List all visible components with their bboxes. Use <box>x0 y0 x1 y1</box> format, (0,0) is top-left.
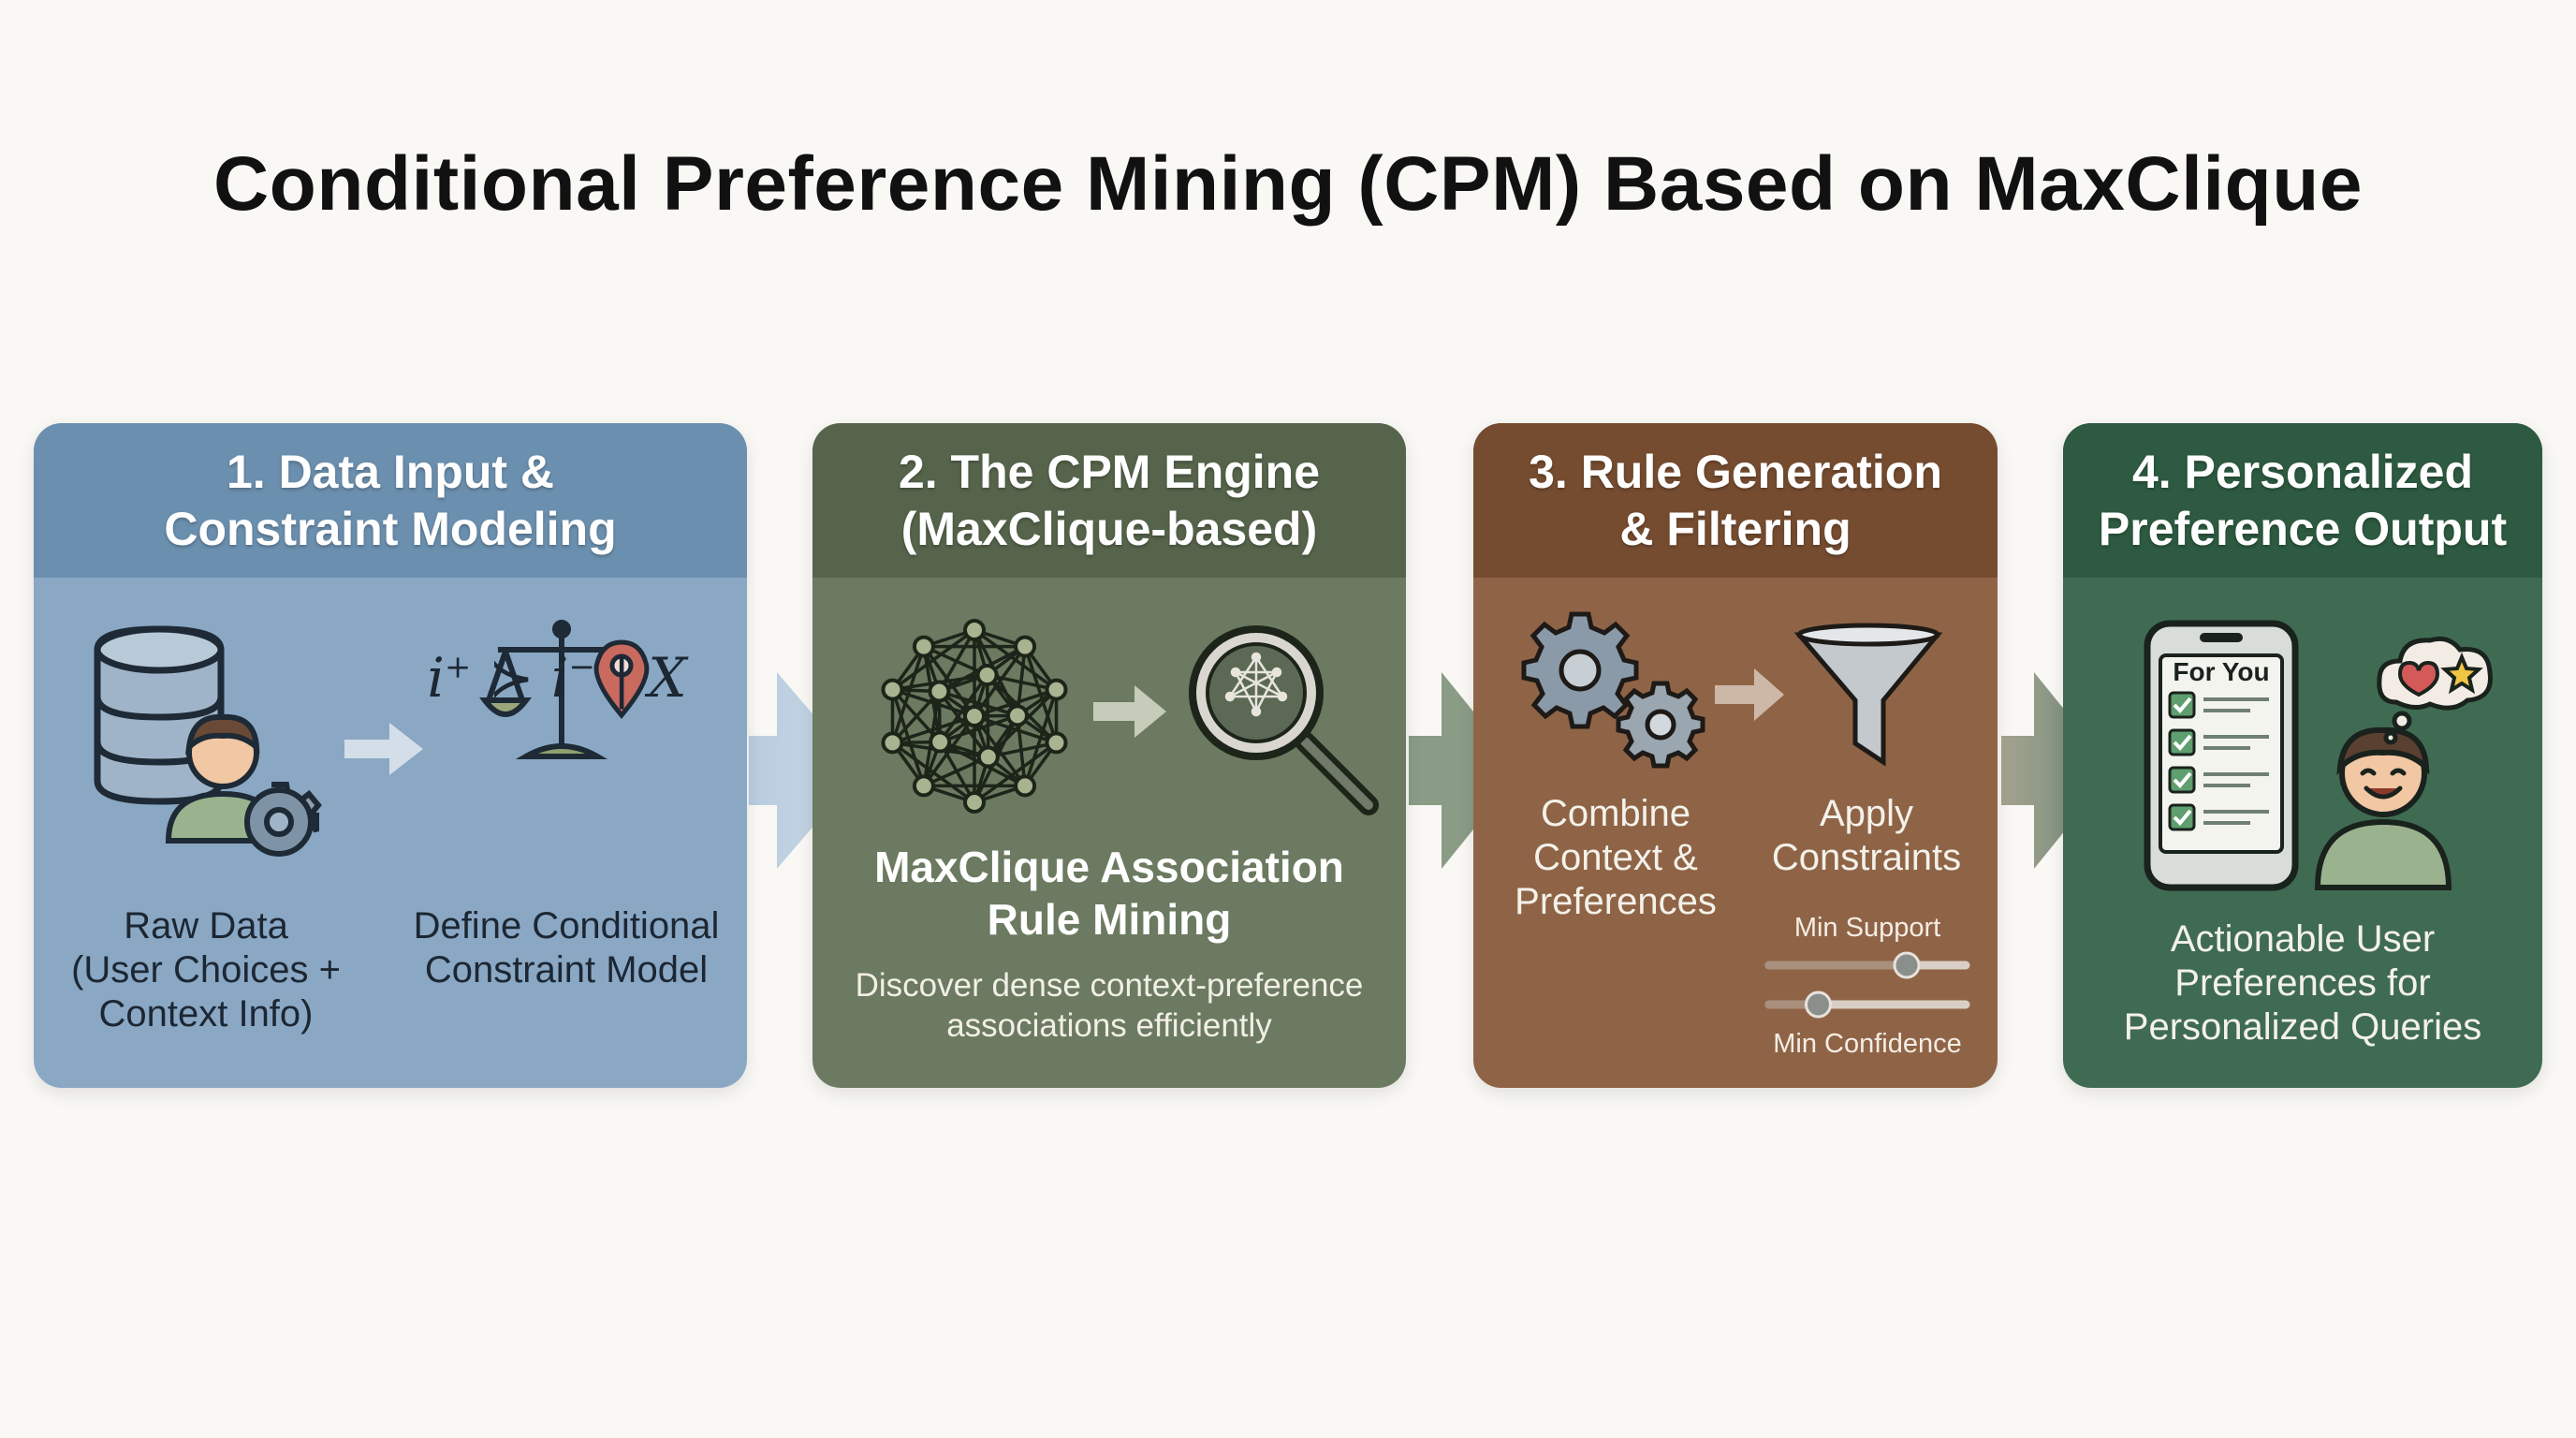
network-node <box>1014 774 1037 798</box>
for-you-label: For You <box>2173 657 2270 686</box>
network-node <box>975 664 999 687</box>
step-2-heading: 2. The CPM Engine (MaxClique-based) <box>812 423 1406 578</box>
min-support-label: Min Support <box>1793 913 1941 943</box>
formula-left-sup: + <box>444 648 472 686</box>
checkmark-icon <box>2173 771 2192 788</box>
formula-right-sup: − <box>568 648 595 686</box>
network-node <box>881 678 904 701</box>
formula-left-item: i <box>427 646 445 710</box>
formula-right-item: i <box>550 646 569 710</box>
checkmark-icon <box>2173 809 2192 826</box>
step-3-heading: 3. Rule Generation & Filtering <box>1473 423 1998 578</box>
network-node <box>929 730 952 754</box>
network-node <box>1045 678 1068 701</box>
funnel-icon <box>1793 623 1943 767</box>
network-edge <box>923 644 988 677</box>
constraint-model-caption: Define Conditional Constraint Model <box>413 905 720 991</box>
step-4-panel: 4. Personalized Preference Output <box>2063 423 2542 1088</box>
network-node <box>912 774 935 798</box>
personalized-output-caption: Actionable User Preferences for Personal… <box>2123 918 2482 1049</box>
network-node <box>1045 731 1068 755</box>
network-edge <box>987 673 1057 692</box>
network-node <box>976 745 1000 769</box>
network-node <box>963 791 986 814</box>
heart-star-bubble-icon <box>2377 636 2493 745</box>
conditional-preference-formula: i+ ≻ i− | X <box>384 646 730 710</box>
network-edge <box>1016 715 1027 786</box>
formula-condition: | X <box>612 646 687 710</box>
step-1-heading: 1. Data Input & Constraint Modeling <box>34 423 747 578</box>
arrow-right-icon <box>1093 685 1166 738</box>
happy-user-icon <box>2314 726 2452 890</box>
checkbox-icon <box>2168 803 2196 831</box>
slider-knob[interactable] <box>1805 990 1832 1019</box>
flow-arrow-1-icon <box>749 672 861 869</box>
combine-context-caption: Combine Context & Preferences <box>1515 793 1717 923</box>
magnifier-network-icon <box>1189 625 1379 815</box>
checkbox-icon <box>2168 728 2196 756</box>
phone-checklist-icon <box>2144 620 2299 891</box>
engine-description: Discover dense context-preference associ… <box>855 967 1364 1044</box>
diagram-title: Conditional Preference Mining (CPM) Base… <box>213 141 2363 227</box>
flow-arrow-2-icon <box>1409 672 1521 869</box>
network-node <box>1005 704 1029 727</box>
min-support-slider[interactable] <box>1764 951 1970 979</box>
database-user-gear-icon <box>94 625 322 857</box>
network-node <box>963 705 986 727</box>
raw-data-caption: Raw Data (User Choices + Context Info) <box>71 905 341 1035</box>
slider-knob[interactable] <box>1893 951 1921 979</box>
network-graph-icon <box>881 619 1068 814</box>
network-node <box>912 635 935 658</box>
checkbox-icon <box>2168 766 2196 794</box>
network-node <box>963 619 986 641</box>
checkmark-icon <box>2173 697 2192 713</box>
min-confidence-slider[interactable] <box>1764 990 1970 1019</box>
step-4-heading: 4. Personalized Preference Output <box>2063 423 2542 578</box>
formula-relation: ≻ <box>488 646 534 710</box>
network-node <box>881 731 904 755</box>
network-edge <box>938 689 1018 718</box>
maxclique-mining-label: MaxClique Association Rule Mining <box>874 843 1344 945</box>
gears-icon <box>1521 611 1705 769</box>
arrow-right-icon <box>344 723 423 775</box>
flow-arrow-3-icon <box>2001 672 2114 869</box>
network-edge <box>923 755 989 788</box>
arrow-right-icon <box>1715 668 1784 721</box>
network-node <box>1014 635 1037 658</box>
network-edge <box>891 688 942 743</box>
checkbox-icon <box>2168 691 2196 719</box>
checkmark-icon <box>2173 734 2192 751</box>
balance-scale-location-icon <box>479 620 650 759</box>
apply-constraints-caption: Apply Constraints <box>1771 793 1962 879</box>
network-node <box>928 680 951 703</box>
min-confidence-label: Min Confidence <box>1773 1029 1962 1059</box>
